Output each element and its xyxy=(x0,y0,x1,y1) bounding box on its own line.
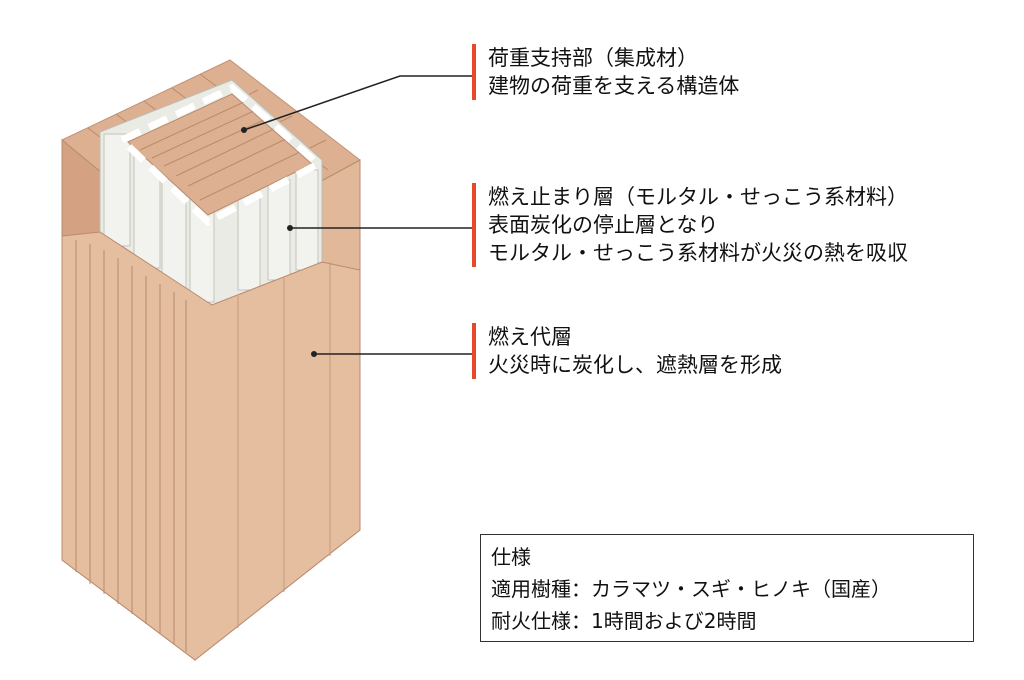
front-plank-lines xyxy=(237,262,331,628)
callout-line: モルタル・せっこう系材料が火災の熱を吸収 xyxy=(488,241,908,265)
fire-stop-top-frame xyxy=(115,83,325,227)
spec-line: 適用樹種：カラマツ・スギ・ヒノキ（国産） xyxy=(491,577,891,601)
spec-box: 仕様 適用樹種：カラマツ・スギ・ヒノキ（国産） 耐火仕様：1時間および2時間 xyxy=(480,534,974,642)
callout-burn-layer: 燃え代層 火災時に炭化し、遮熱層を形成 xyxy=(472,323,782,379)
leader-dots xyxy=(241,127,317,357)
side-plank-lines xyxy=(75,240,187,652)
callout-line: 建物の荷重を支える構造体 xyxy=(488,74,740,98)
callout-load-bearing: 荷重支持部（集成材） 建物の荷重を支える構造体 xyxy=(472,44,739,100)
core-lamination-lines xyxy=(139,101,305,201)
leader-lines xyxy=(243,75,476,355)
callout-fire-stop: 燃え止まり層（モルタル・せっこう系材料） 表面炭化の停止層となり モルタル・せっ… xyxy=(472,183,908,267)
callout-line: 表面炭化の停止層となり xyxy=(488,213,719,237)
callout-line: 燃え止まり層（モルタル・せっこう系材料） xyxy=(488,185,908,209)
callout-line: 荷重支持部（集成材） xyxy=(488,46,698,70)
spec-title: 仕様 xyxy=(491,545,531,569)
spec-line: 耐火仕様：1時間および2時間 xyxy=(491,609,757,633)
callout-line: 燃え代層 xyxy=(488,325,572,349)
burn-layer-front-lower xyxy=(61,231,361,661)
callout-line: 火災時に炭化し、遮熱層を形成 xyxy=(488,353,782,377)
